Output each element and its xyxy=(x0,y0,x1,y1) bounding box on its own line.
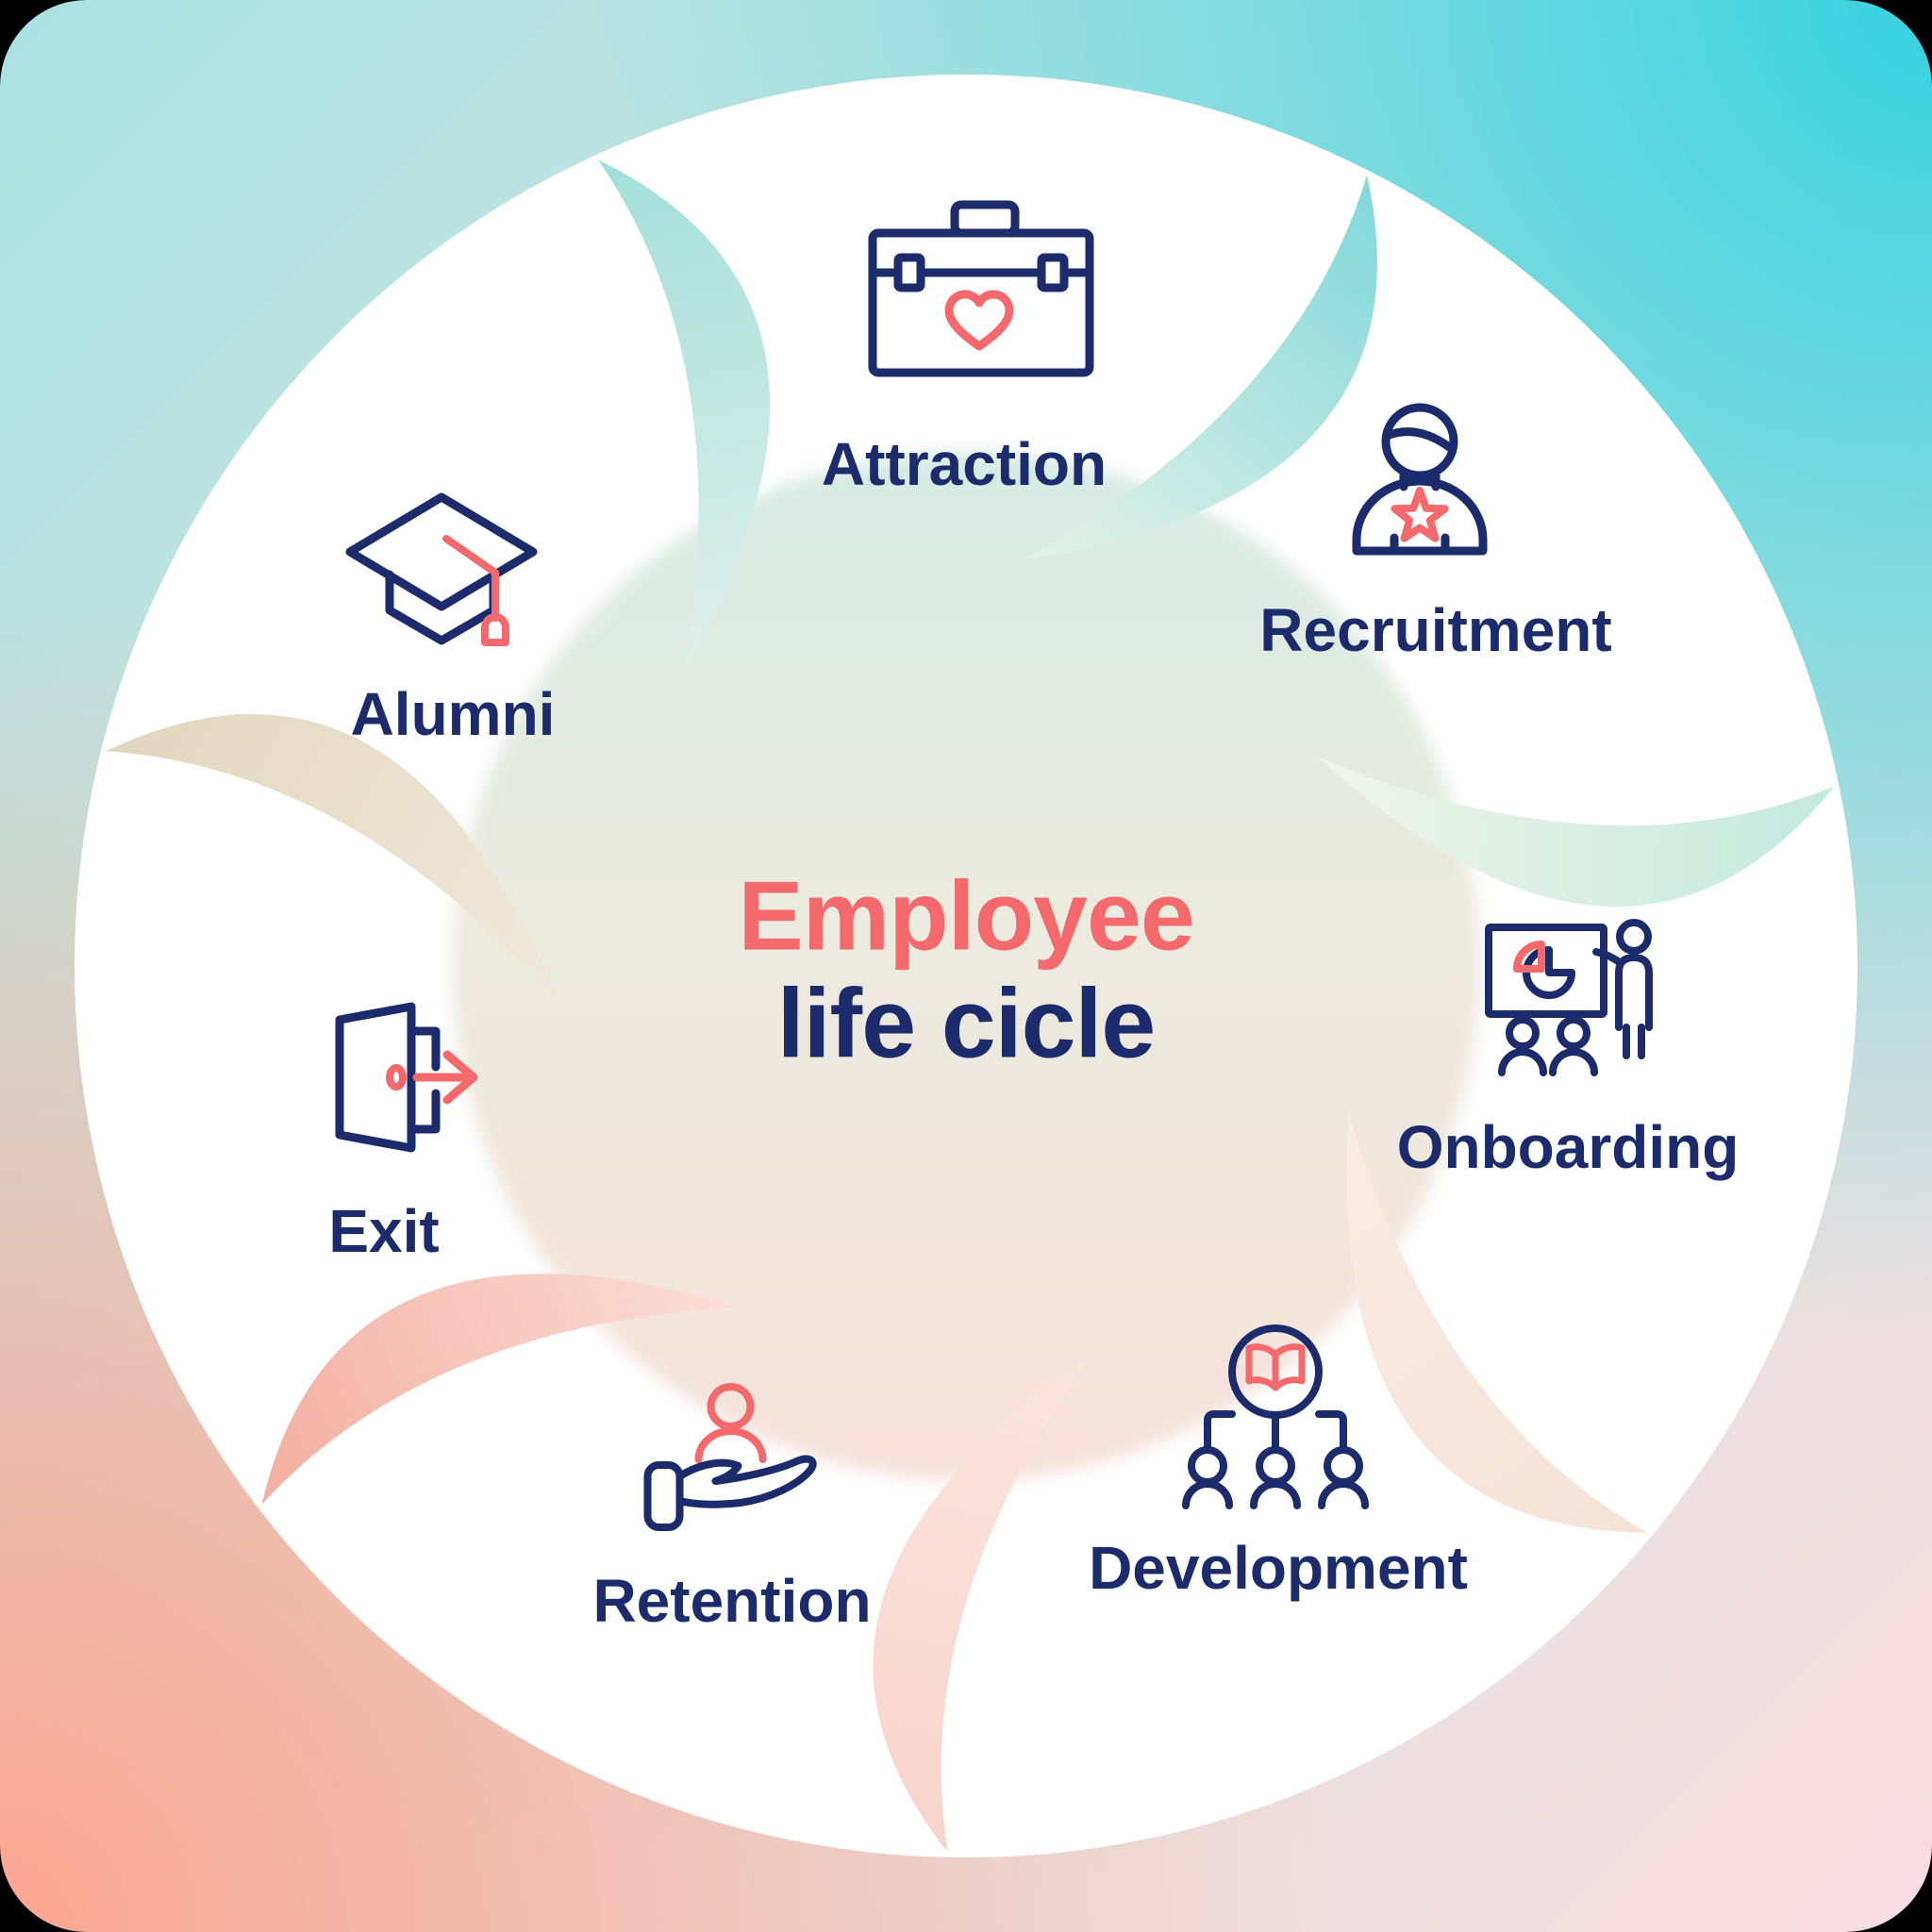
stage-label-attraction: Attraction xyxy=(821,430,1108,498)
wheel-center-disc xyxy=(452,452,1480,1480)
briefcase-heart-icon xyxy=(868,200,1094,377)
stage-label-onboarding: Onboarding xyxy=(1396,1113,1740,1181)
exit-door-icon xyxy=(335,1002,478,1153)
team-learning-icon xyxy=(1182,1324,1369,1509)
center-title-line1: Employee xyxy=(738,861,1194,972)
person-star-icon xyxy=(1352,403,1488,556)
stage-label-retention: Retention xyxy=(592,1567,872,1635)
presentation-chart-icon xyxy=(1485,919,1653,1076)
center-title-line2: life cicle xyxy=(776,969,1156,1079)
stage-label-development: Development xyxy=(1089,1534,1468,1602)
stage-label-alumni: Alumni xyxy=(350,680,556,748)
graduation-cap-icon xyxy=(345,492,538,646)
hand-holding-person-icon xyxy=(643,1383,817,1531)
stage-label-exit: Exit xyxy=(328,1197,440,1265)
stage-label-recruitment: Recruitment xyxy=(1259,596,1612,664)
